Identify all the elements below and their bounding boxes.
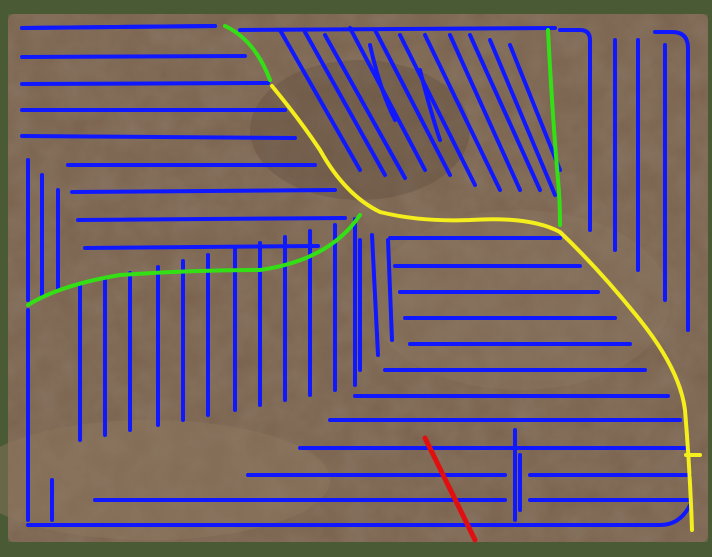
lateral-line [373,28,452,177]
main-line [270,84,694,532]
lateral-line [26,503,692,527]
soil-patch [0,420,330,540]
submain-lines-group [26,24,562,307]
lateral-line [423,33,502,192]
lateral-line [653,30,690,332]
lateral-line [418,68,442,142]
lateral-line [368,43,397,122]
outlet-line-group [422,435,478,543]
lateral-line [448,33,522,192]
lateral-line [76,216,347,222]
lateral-line [238,26,557,32]
lateral-line [488,38,557,197]
lateral-line [386,238,394,342]
lateral-line [20,81,270,86]
lateral-line [83,244,320,250]
main-line-group [270,84,702,532]
lateral-line [323,33,407,180]
lateral-line [20,54,247,59]
submain-line [223,24,272,82]
lateral-line [468,33,542,192]
lateral-line [508,43,562,172]
lateral-lines-group [20,24,692,527]
submain-line [546,28,562,227]
outlet-line [422,435,478,543]
lateral-line [70,188,337,194]
submain-line [26,213,362,307]
lateral-line [20,24,217,30]
lateral-line [20,134,297,140]
lateral-line [398,33,477,187]
lateral-line [370,233,380,357]
lateral-line [278,28,362,172]
lateral-line [558,28,592,232]
lateral-line [303,30,387,177]
